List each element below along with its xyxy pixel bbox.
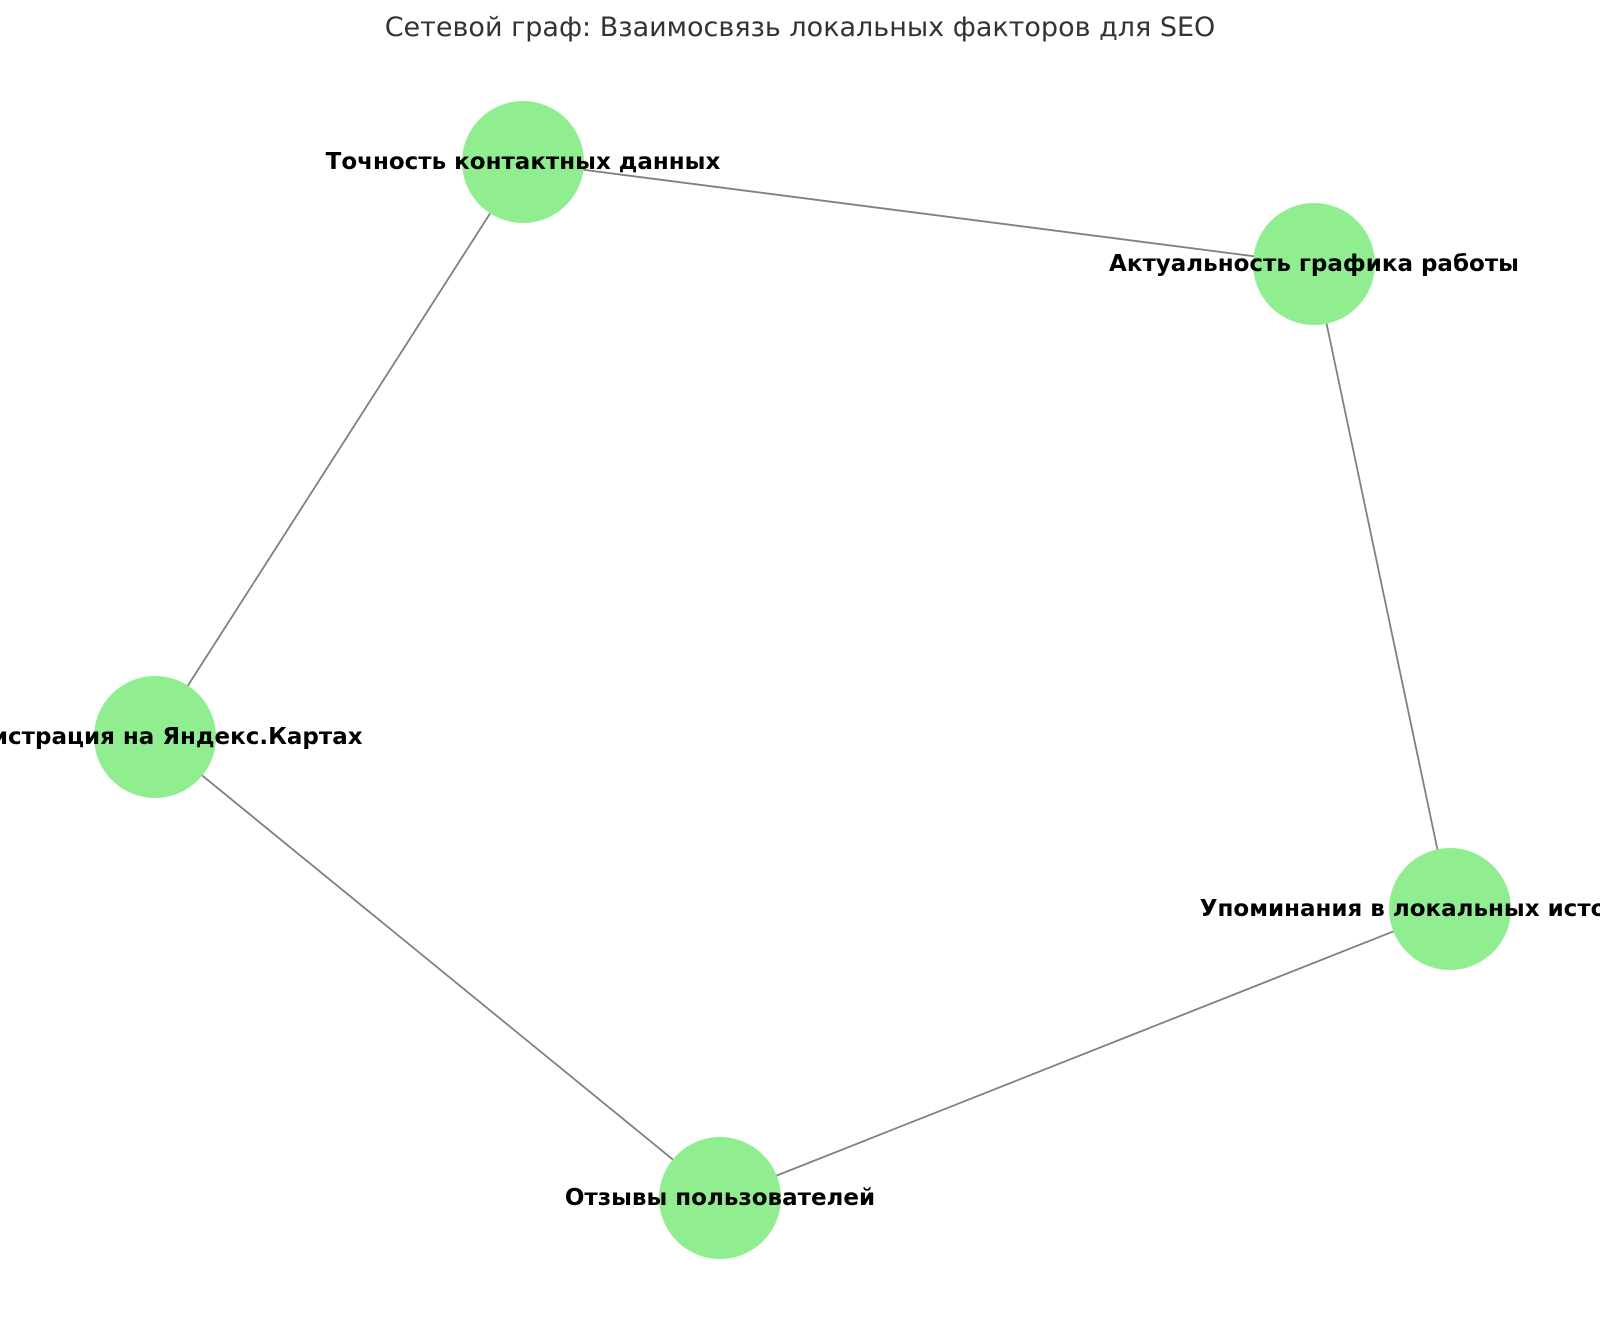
node-label-work-schedule-freshness: Актуальность графика работы [1109, 251, 1519, 277]
graph-node-user-reviews [659, 1137, 781, 1259]
graph-edge-work-schedule-freshness--local-sources-mentions [1313, 263, 1451, 910]
graph-node-yandex-maps-registration [94, 676, 216, 798]
graph-edge-user-reviews--yandex-maps-registration [154, 736, 721, 1199]
graph-node-local-sources-mentions [1389, 848, 1511, 970]
graph-edge-contact-data-accuracy--work-schedule-freshness [522, 161, 1315, 265]
graph-edge-local-sources-mentions--user-reviews [719, 908, 1451, 1199]
node-label-local-sources-mentions: Упоминания в локальных источниках [1199, 896, 1600, 922]
graph-edge-yandex-maps-registration--contact-data-accuracy [154, 161, 524, 738]
graph-node-work-schedule-freshness [1253, 203, 1375, 325]
node-label-user-reviews: Отзывы пользователей [564, 1185, 876, 1211]
chart-title: Сетевой граф: Взаимосвязь локальных факт… [384, 12, 1216, 43]
node-label-yandex-maps-registration: Регистрация на Яндекс.Картах [0, 724, 363, 750]
node-label-contact-data-accuracy: Точность контактных данных [325, 149, 721, 175]
graph-node-contact-data-accuracy [462, 101, 584, 223]
